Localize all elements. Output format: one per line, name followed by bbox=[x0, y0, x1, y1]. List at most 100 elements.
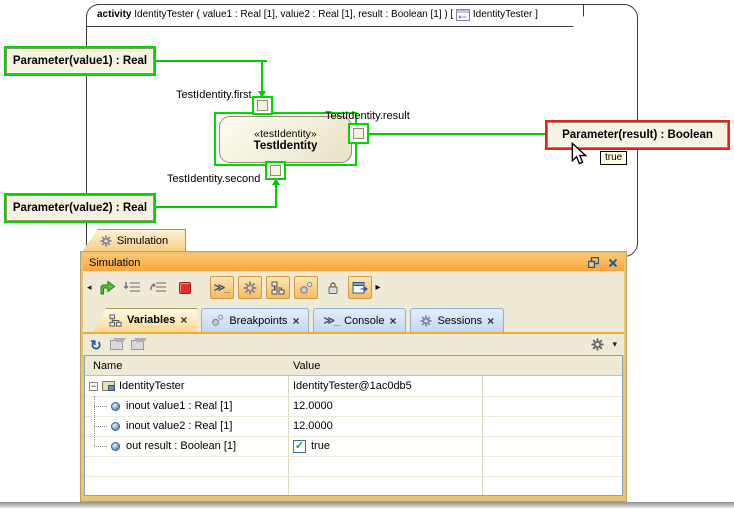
activity-frame-header[interactable]: activity IdentityTester ( value1 : Real … bbox=[86, 4, 584, 27]
tab-sessions-label: Sessions bbox=[437, 314, 483, 327]
flow-arrowhead-first bbox=[258, 91, 266, 98]
tab-console[interactable]: ≫_ Console × bbox=[313, 308, 407, 332]
pin-second-square bbox=[270, 165, 281, 176]
toolbar-overflow-icon[interactable]: ▸ bbox=[375, 282, 381, 293]
tree-line bbox=[94, 406, 107, 407]
pin-icon bbox=[111, 441, 120, 451]
activity-diagram-icon bbox=[456, 9, 470, 21]
parameter-result-node[interactable]: Parameter(result) : Boolean bbox=[545, 120, 730, 150]
tab-sessions[interactable]: Sessions × bbox=[410, 308, 505, 332]
flow-value2-to-second-v[interactable] bbox=[275, 184, 277, 208]
table-row-identitytester[interactable]: − IdentityTester IdentityTester@1ac0db5 bbox=[85, 376, 622, 396]
flow-value1-to-first-v[interactable] bbox=[261, 60, 263, 92]
step-into-icon bbox=[124, 281, 141, 292]
toolbar-grip-icon[interactable]: ◂ bbox=[87, 282, 92, 292]
pin-first-square bbox=[257, 100, 268, 111]
action-stereotype: «testIdentity» bbox=[254, 127, 317, 140]
resume-icon bbox=[100, 279, 115, 294]
console-toggle-button[interactable]: ≫_ bbox=[209, 276, 234, 299]
testidentity-action-node[interactable]: «testIdentity» TestIdentity bbox=[219, 116, 352, 163]
table-row-value1[interactable]: inout value1 : Real [1] 12.0000 bbox=[85, 396, 622, 416]
resume-button[interactable] bbox=[96, 277, 118, 299]
dock-tab-simulation[interactable]: Simulation bbox=[82, 229, 186, 252]
variables-toolbar: ↻ ▾ bbox=[83, 334, 624, 355]
flow-value2-to-second[interactable] bbox=[155, 206, 277, 208]
dock-tab-label: Simulation bbox=[116, 234, 169, 247]
row-value: true bbox=[311, 440, 330, 452]
panel-title: Simulation bbox=[89, 256, 141, 269]
variables-toggle-button[interactable] bbox=[265, 276, 290, 299]
simulation-config-button[interactable] bbox=[237, 276, 262, 299]
expander-toggle[interactable]: − bbox=[89, 380, 98, 391]
action-name: TestIdentity bbox=[253, 139, 318, 152]
dropdown-arrow-icon[interactable]: ▾ bbox=[612, 339, 617, 349]
breakpoints-toggle-button[interactable] bbox=[293, 276, 318, 299]
parameter-result-label: Parameter(result) : Boolean bbox=[547, 122, 728, 148]
pin-first[interactable] bbox=[252, 96, 273, 115]
column-divider[interactable] bbox=[288, 356, 289, 495]
flow-value1-to-first[interactable] bbox=[155, 60, 267, 62]
result-checkbox[interactable]: ✓ bbox=[293, 439, 306, 453]
step-over-icon bbox=[150, 281, 167, 292]
collapse-all-icon[interactable] bbox=[109, 337, 126, 350]
terminate-button[interactable] bbox=[174, 277, 196, 299]
pin-second[interactable] bbox=[265, 161, 286, 180]
pin-result[interactable] bbox=[348, 123, 369, 144]
parameter-value2-node[interactable]: Parameter(value2) : Real bbox=[4, 193, 156, 223]
breakpoints-toggle-icon bbox=[299, 281, 312, 294]
flow-result-to-param[interactable] bbox=[369, 133, 546, 135]
row-name: out result : Boolean [1] bbox=[126, 440, 237, 452]
terminate-icon bbox=[178, 281, 191, 294]
tab-breakpoints[interactable]: Breakpoints × bbox=[201, 308, 310, 332]
mouse-cursor-icon bbox=[571, 142, 588, 165]
row-name: IdentityTester bbox=[119, 380, 185, 392]
column-header-value[interactable]: Value bbox=[293, 359, 321, 372]
pin-label-result: TestIdentity.result bbox=[325, 110, 410, 122]
auto-open-diagram-button[interactable] bbox=[347, 276, 372, 299]
table-row-result[interactable]: out result : Boolean [1] ✓ true bbox=[85, 436, 622, 456]
column-header-name[interactable]: Name bbox=[93, 359, 123, 372]
tab-console-label: Console bbox=[344, 314, 385, 327]
close-icon[interactable]: × bbox=[180, 313, 188, 327]
close-icon[interactable]: × bbox=[292, 313, 300, 328]
instance-icon bbox=[102, 381, 115, 391]
sessions-icon bbox=[420, 314, 433, 327]
value-tooltip: true bbox=[600, 151, 628, 165]
table-row-value2[interactable]: inout value2 : Real [1] 12.0000 bbox=[85, 416, 622, 436]
parameter-value1-node[interactable]: Parameter(value1) : Real bbox=[4, 46, 156, 76]
lock-icon bbox=[328, 281, 338, 294]
step-into-button[interactable] bbox=[122, 277, 144, 299]
close-icon[interactable]: × bbox=[487, 313, 495, 328]
panel-titlebar[interactable]: Simulation bbox=[83, 254, 624, 271]
gear-icon bbox=[100, 234, 112, 247]
tab-variables[interactable]: Variables × bbox=[93, 308, 198, 332]
auto-open-diagram-icon bbox=[352, 281, 368, 293]
simulation-panel: Simulation ◂ bbox=[80, 251, 627, 502]
activity-signature: IdentityTester ( value1 : Real [1], valu… bbox=[131, 9, 457, 20]
tab-variables-label: Variables bbox=[127, 314, 176, 326]
step-over-button[interactable] bbox=[148, 277, 170, 299]
variables-icon bbox=[109, 313, 122, 327]
lock-button[interactable] bbox=[322, 277, 344, 299]
row-value: 12.0000 bbox=[293, 420, 333, 432]
expand-all-icon[interactable] bbox=[130, 337, 147, 350]
console-icon: ≫_ bbox=[323, 315, 340, 327]
simulation-toolbar: ◂ ≫_ bbox=[83, 271, 624, 304]
variables-table: Name Value − IdentityTester IdentityTest… bbox=[84, 355, 623, 496]
pin-icon bbox=[111, 401, 120, 411]
activity-diagram-name: IdentityTester ] bbox=[470, 9, 538, 20]
close-icon[interactable]: × bbox=[389, 313, 397, 328]
close-icon[interactable] bbox=[608, 258, 618, 268]
window-bottom-edge bbox=[0, 502, 734, 508]
tree-line bbox=[94, 446, 107, 447]
pin-icon bbox=[111, 421, 120, 431]
pin-label-second: TestIdentity.second bbox=[167, 173, 261, 185]
refresh-icon[interactable]: ↻ bbox=[90, 336, 102, 353]
pin-result-square bbox=[353, 128, 364, 139]
tab-breakpoints-label: Breakpoints bbox=[229, 314, 288, 327]
view-tab-bar: Variables × Breakpoints × ≫_ Console × S… bbox=[83, 304, 624, 334]
settings-gear-icon[interactable] bbox=[591, 338, 605, 351]
column-divider[interactable] bbox=[482, 356, 483, 495]
float-window-icon[interactable] bbox=[588, 257, 599, 268]
tree-line bbox=[94, 396, 95, 446]
